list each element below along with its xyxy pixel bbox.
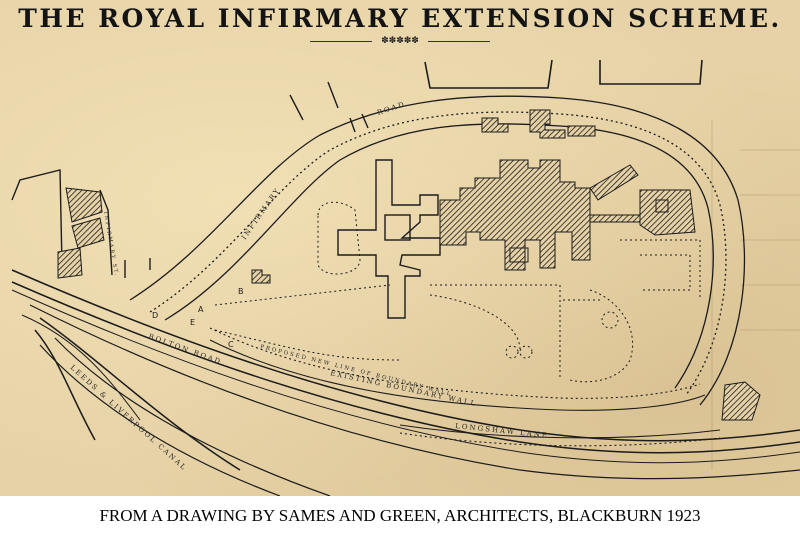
bleed-through-columns	[711, 120, 800, 470]
point-c-label: C	[228, 340, 234, 349]
point-b-label: B	[238, 287, 244, 296]
point-a-label: A	[198, 305, 204, 314]
site-plan-map: ROAD INFIRMARY BOLTON ROAD EXISTING BOUN…	[11, 59, 800, 496]
left-hatched-buildings	[57, 187, 105, 279]
road-stubs	[289, 81, 369, 133]
infirmary-road-label: INFIRMARY	[240, 186, 282, 241]
garden-paths	[214, 201, 701, 383]
left-district	[11, 169, 151, 278]
boundary-walls	[209, 327, 721, 447]
caption: FROM A DRAWING BY SAMES AND GREEN, ARCHI…	[0, 496, 800, 536]
side-street-label: INFIRMARY ST.	[102, 211, 119, 277]
newspaper-clipping: ROAD INFIRMARY BOLTON ROAD EXISTING BOUN…	[0, 0, 800, 496]
existing-infirmary-buildings	[251, 109, 761, 421]
longshaw-lane-label: LONGSHAW LANE	[455, 422, 549, 440]
point-e-label: E	[190, 318, 195, 327]
headline: THE ROYAL INFIRMARY EXTENSION SCHEME.	[18, 4, 782, 33]
leeds-liverpool-canal	[39, 337, 331, 496]
street-blocks-top	[424, 59, 703, 89]
courtyard-marks	[509, 199, 669, 263]
proposed-extension-outline	[337, 159, 441, 319]
headline-ornament: ✽✽✽✽✽	[310, 36, 490, 46]
road-upper-label: ROAD	[376, 100, 407, 117]
point-d-label: D	[152, 311, 158, 320]
bolton-road-and-railway	[11, 269, 800, 480]
existing-boundary-wall-label: EXISTING BOUNDARY WALL	[330, 369, 478, 408]
canal-label: LEEDS & LIVERPOOL CANAL	[69, 364, 189, 473]
